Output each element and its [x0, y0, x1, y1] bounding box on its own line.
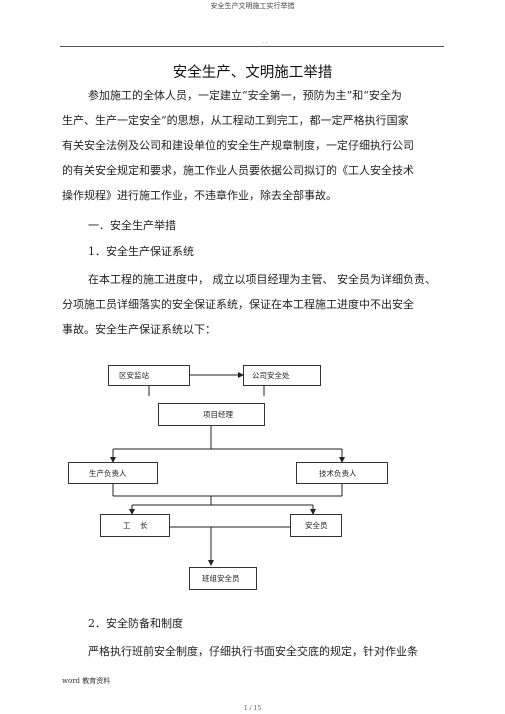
intro-line-2: 生产、生产一定安全”的思想，从工程动工到完工，都一定严格执行国家: [62, 114, 409, 127]
intro-line-3: 有关安全法例及公司和建设单位的安全生产规章制度，一定仔细执行公司: [62, 139, 414, 152]
box-production-lead-label: 生产负责人: [89, 468, 127, 478]
box-foreman-label: 工 长: [123, 521, 148, 530]
sub1-line-3: 事故。安全生产保证系统以下：: [62, 323, 216, 336]
box-team-safety: 班组安全员: [189, 567, 257, 590]
sub1-line-2: 分项施工员详细落实的安全保证系统，保证在本工程施工进度中不出安全: [62, 298, 414, 311]
box-tech-lead-label: 技术负责人: [319, 468, 357, 478]
box-project-manager-label: 项目经理: [203, 410, 233, 419]
box-safety-officer-label: 安全员: [305, 521, 328, 530]
box-project-manager: 项目经理: [158, 403, 265, 426]
box-district-station-label: 区安监站: [119, 371, 149, 380]
box-team-safety-label: 班组安全员: [202, 574, 240, 583]
header-rule: [60, 46, 444, 47]
footer-source: word 教育资料: [62, 677, 111, 685]
intro-line-1: 参加施工的全体人员，一定建立“安全第一，预防为主”和“安全为: [88, 89, 402, 102]
box-tech-lead: 技术负责人: [296, 462, 388, 484]
section-heading-1: 一．安全生产举措: [88, 219, 176, 232]
page-number: 1 / 15: [243, 705, 262, 712]
box-district-station: 区安监站: [108, 365, 190, 386]
subheading-1: 1．安全生产保证系统: [88, 245, 194, 258]
box-production-lead: 生产负责人: [68, 462, 158, 484]
sub1-line-1: 在本工程的施工进度中， 成立以项目经理为主管、 安全员为详细负责、: [88, 273, 436, 286]
subheading-2: 2．安全防备和制度: [88, 617, 183, 630]
box-company-safety: 公司安全处: [243, 365, 321, 386]
intro-line-5: 操作规程》进行施工作业，不违章作业，除去全部事故。: [62, 189, 337, 202]
box-safety-officer: 安全员: [290, 514, 342, 537]
sub2-line-1: 严格执行班前安全制度，仔细执行书面安全交底的规定，针对作业条: [88, 645, 418, 658]
box-foreman: 工 长: [100, 514, 170, 537]
header-dots: . .: [262, 38, 268, 45]
running-header: 安全生产文明施工实行举措: [210, 2, 295, 10]
document-title: 安全生产、文明施工举措: [172, 65, 333, 81]
box-company-safety-label: 公司安全处: [252, 371, 290, 380]
intro-line-4: 的有关安全规定和要求，施工作业人员要依据公司拟订的《工人安全技术: [62, 164, 414, 177]
